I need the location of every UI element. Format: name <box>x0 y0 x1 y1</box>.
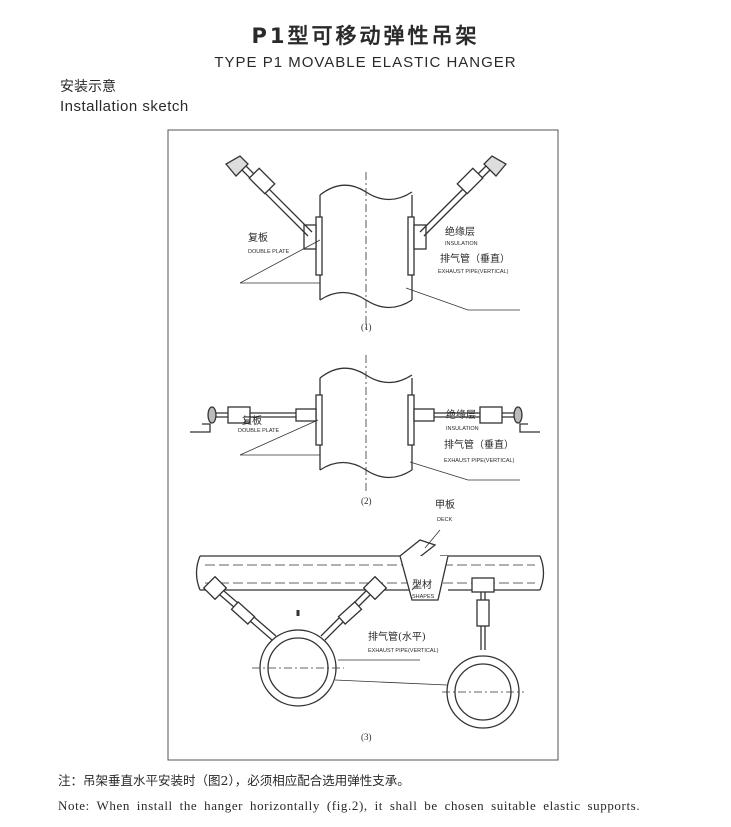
mount-right <box>483 155 507 177</box>
section-heading-english: Installation sketch <box>60 98 189 115</box>
bracket-right <box>413 224 427 250</box>
fig3-number: (3) <box>361 732 372 742</box>
spring-left <box>248 167 276 195</box>
diagram-frame <box>167 129 559 761</box>
page-title: P1型可移动弹性吊架 <box>251 24 480 48</box>
mount-left <box>225 155 249 177</box>
leader-double-plate-2 <box>239 419 320 456</box>
fig1-exhaust-en: EXHAUST PIPE(VERTICAL) <box>438 269 509 275</box>
fig3-exhaust-en: EXHAUST PIPE(VERTICAL) <box>368 648 439 654</box>
spring-left <box>227 406 251 424</box>
figure-2 <box>190 355 540 493</box>
page-title-english: TYPE P1 MOVABLE ELASTIC HANGER <box>214 54 517 71</box>
deck-leader <box>424 529 441 549</box>
fig3-exhaust-cn: 排气管(水平) <box>368 630 426 643</box>
deck-break-right <box>539 555 545 591</box>
deck-break-left <box>195 555 201 591</box>
installation-note: 注：吊架垂直水平安装时（图2），必须相应配合选用弹性支承。 <box>58 773 410 788</box>
double-plate-left <box>315 216 323 276</box>
fig2-number: (2) <box>361 496 372 506</box>
spring-angled-left <box>230 601 256 625</box>
fig2-double-plate-cn: 复板 <box>242 414 262 427</box>
fig2-insulation-en: INSULATION <box>446 426 479 432</box>
clip-left <box>202 575 228 601</box>
fig1-double-plate-en: DOUBLE PLATE <box>248 249 289 255</box>
double-plate-right <box>407 216 415 276</box>
fig1-insulation-en: INSULATION <box>445 241 478 247</box>
double-plate-left <box>315 394 323 446</box>
fig3-shapes-cn: 型材 <box>412 578 432 591</box>
fig1-double-plate-cn: 复板 <box>248 231 268 244</box>
spring-vertical <box>476 599 490 627</box>
figure-3 <box>195 529 545 729</box>
bracket-left <box>303 224 317 250</box>
pipe-connector <box>334 679 448 686</box>
bracket-left <box>295 408 317 422</box>
double-plate-right <box>407 394 415 446</box>
shapes-bracket <box>471 577 495 593</box>
shapes-profile <box>399 555 449 601</box>
leader-exhaust-1 <box>405 287 520 311</box>
clip-right <box>362 575 388 601</box>
fig1-insulation-cn: 绝缘层 <box>445 225 475 238</box>
pipe-left-insulation <box>259 629 337 669</box>
bracket-right <box>413 408 435 422</box>
section-heading: 安装示意 <box>60 79 116 95</box>
spring-right <box>456 167 484 195</box>
fig3-deck-cn: 甲板 <box>435 498 455 511</box>
fig2-exhaust-cn: 排气管（垂直） <box>444 438 514 451</box>
spring-angled-right <box>337 601 363 625</box>
mount-left <box>190 423 211 433</box>
spring-right <box>479 406 503 424</box>
fig2-exhaust-en: EXHAUST PIPE(VERTICAL) <box>444 458 515 464</box>
mount-right <box>519 423 540 433</box>
installation-note-english: Note: When install the hanger horizontal… <box>58 798 641 813</box>
leader-double-plate-1 <box>239 239 321 284</box>
fig2-insulation-cn: 绝缘层 <box>446 408 476 421</box>
leader-shapes <box>411 581 421 591</box>
fig1-exhaust-cn: 排气管（垂直） <box>440 252 510 265</box>
nut-right <box>513 406 523 424</box>
leader-exhaust-2 <box>409 461 520 481</box>
fig1-number: (1) <box>361 322 372 332</box>
fig3-shapes-en: SHAPES <box>412 594 435 600</box>
figure-1 <box>225 155 520 330</box>
nut-left <box>207 406 217 424</box>
fig3-deck-en: DECK <box>437 517 453 523</box>
fig2-double-plate-en: DOUBLE PLATE <box>238 428 279 434</box>
